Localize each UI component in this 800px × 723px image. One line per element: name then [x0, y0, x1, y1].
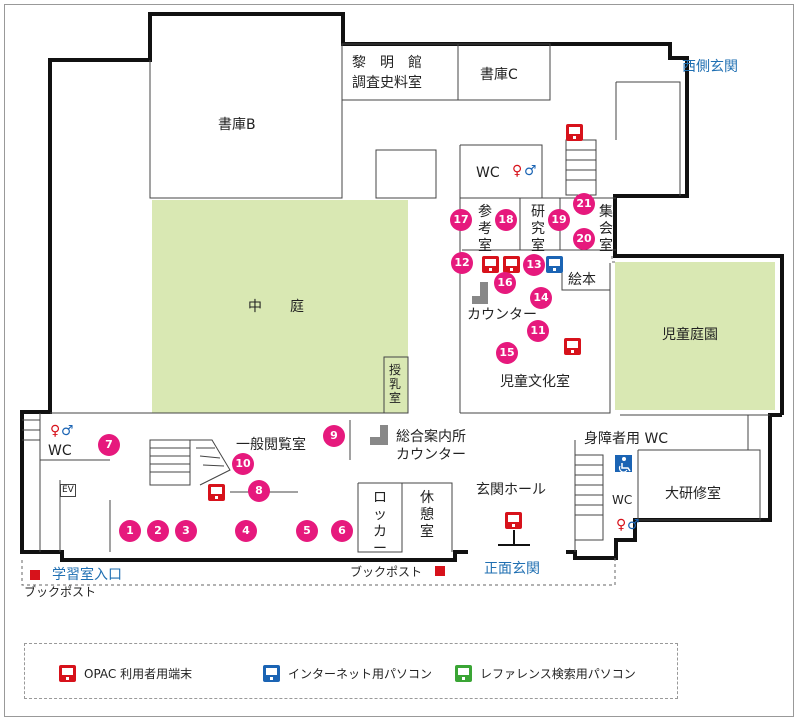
internet-terminal-icon[interactable]	[546, 256, 563, 273]
location-pin-1[interactable]: 1	[119, 520, 141, 542]
room-kyukei: 休憩室	[420, 490, 434, 540]
location-pin-21[interactable]: 21	[573, 193, 595, 215]
outdoor-path	[21, 256, 616, 586]
opac-terminal-icon[interactable]	[566, 124, 583, 141]
legend-item-opac: OPAC 利用者用端末	[59, 665, 192, 682]
location-pin-12[interactable]: 12	[451, 252, 473, 274]
room-chutei: 中 庭	[248, 299, 304, 315]
location-pin-8[interactable]: 8	[248, 480, 270, 502]
room-shoko-c: 書庫C	[480, 67, 518, 83]
opac-terminal-icon[interactable]	[208, 484, 225, 501]
monitor-icon	[263, 665, 280, 682]
opac-terminal-icon[interactable]	[503, 256, 520, 273]
opac-terminal-icon[interactable]	[482, 256, 499, 273]
restroom-male-icon: ♂	[627, 517, 640, 533]
room-reimeikan: 黎 明 館	[352, 55, 422, 71]
location-pin-19[interactable]: 19	[548, 209, 570, 231]
location-pin-6[interactable]: 6	[331, 520, 353, 542]
room-ippan: 一般閲覧室	[236, 437, 306, 453]
legend-item-internet: インターネット用パソコン	[263, 665, 432, 682]
entrance-front: 正面玄関	[484, 561, 540, 577]
room-jido-bunka: 児童文化室	[500, 374, 570, 390]
monitor-icon	[455, 665, 472, 682]
opac-terminal-icon[interactable]	[505, 512, 522, 529]
children-garden-area	[615, 262, 775, 410]
bookpost-center: ブックポスト	[350, 565, 423, 579]
room-shoko-b: 書庫B	[218, 117, 256, 133]
location-pin-9[interactable]: 9	[323, 425, 345, 447]
location-pin-18[interactable]: 18	[495, 209, 517, 231]
legend-item-reference: レファレンス検索用パソコン	[455, 665, 636, 682]
restroom-female-icon: ♀	[616, 517, 627, 533]
bookpost-left-marker	[30, 570, 40, 580]
bookpost-center-marker	[435, 566, 445, 576]
opac-terminal-icon[interactable]	[564, 338, 581, 355]
restroom-male-icon: ♂	[524, 163, 537, 179]
location-pin-17[interactable]: 17	[450, 209, 472, 231]
map-frame	[4, 4, 794, 717]
location-pin-3[interactable]: 3	[175, 520, 197, 542]
room-genkan-hall: 玄関ホール	[476, 482, 546, 498]
location-pin-13[interactable]: 13	[523, 254, 545, 276]
restroom-female-icon: ♀	[512, 163, 523, 179]
interior-walls	[39, 43, 770, 553]
restroom-male-icon: ♂	[61, 423, 74, 439]
room-shogaisha-wc: 身障者用 WC	[584, 431, 669, 447]
room-sogo-counter: カウンター	[396, 447, 466, 463]
room-kenkyu: 研究室	[531, 204, 545, 254]
location-pin-2[interactable]: 2	[147, 520, 169, 542]
location-pin-16[interactable]: 16	[494, 272, 516, 294]
courtyard-area	[152, 200, 408, 413]
location-pin-10[interactable]: 10	[232, 453, 254, 475]
room-jido-teien: 児童庭園	[662, 327, 718, 343]
location-pin-5[interactable]: 5	[296, 520, 318, 542]
elevator-icon: EV	[60, 484, 76, 497]
location-pin-11[interactable]: 11	[527, 320, 549, 342]
room-junyu: 授乳室	[388, 363, 401, 405]
restroom-female-icon: ♀	[50, 423, 61, 439]
bookpost-left: ブックポスト	[24, 585, 97, 599]
room-shukai: 集会室	[599, 204, 613, 254]
entrance-west: 西側玄関	[682, 59, 738, 75]
location-pin-14[interactable]: 14	[530, 287, 552, 309]
room-ehon: 絵本	[568, 272, 596, 288]
location-pin-7[interactable]: 7	[98, 434, 120, 456]
location-pin-4[interactable]: 4	[235, 520, 257, 542]
outer-walls	[20, 12, 784, 562]
room-sanko: 参考室	[478, 204, 492, 254]
stairs	[22, 139, 604, 541]
monitor-icon	[59, 665, 76, 682]
room-daikenshu: 大研修室	[665, 486, 721, 502]
room-counter-children: カウンター	[467, 307, 537, 323]
legend: OPAC 利用者用端末 インターネット用パソコン レファレンス検索用パソコン	[24, 643, 678, 699]
location-pin-15[interactable]: 15	[496, 342, 518, 364]
room-sogo: 総合案内所	[396, 429, 466, 445]
room-locker: ロッカー	[373, 490, 387, 557]
entrance-gakushu: 学習室入口	[52, 567, 122, 583]
counter-markers	[370, 282, 488, 445]
room-chosa-shiryo: 調査史料室	[352, 75, 422, 91]
location-pin-20[interactable]: 20	[573, 228, 595, 250]
room-wc-top: WC	[476, 165, 500, 181]
room-wc-left: WC	[48, 443, 72, 459]
room-wc-right: WC	[612, 493, 633, 507]
